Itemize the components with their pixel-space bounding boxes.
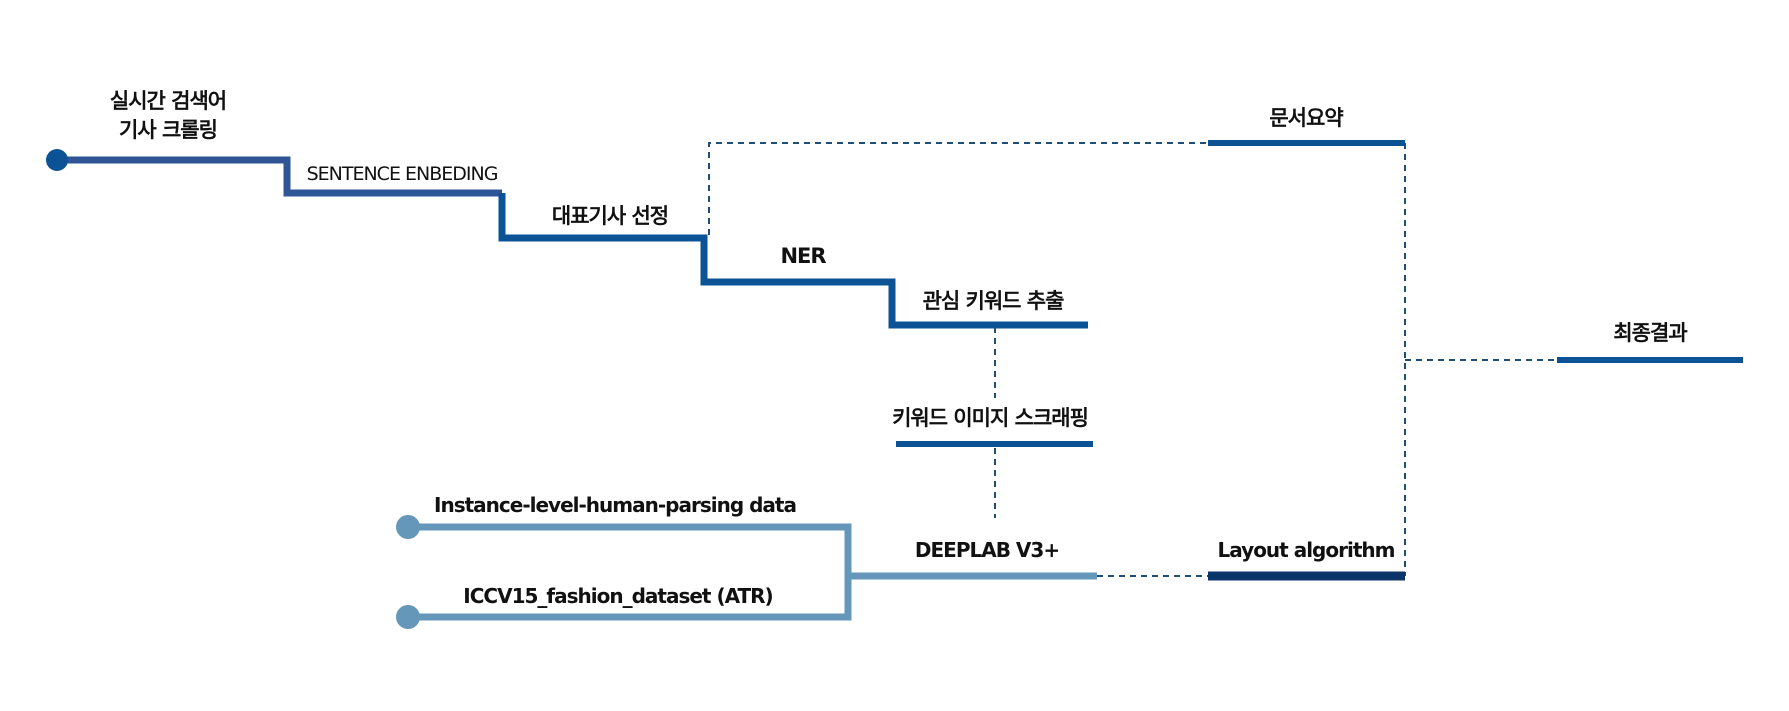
dataset-line-bottom — [408, 576, 852, 621]
dataset-node-bottom — [396, 605, 420, 629]
label-ner: NER — [780, 244, 826, 268]
label-dataset-lip: Instance-level-human-parsing data — [434, 493, 796, 517]
main-step-line-segment-2 — [498, 193, 1088, 329]
dataset-node-top — [396, 515, 420, 539]
dashed-connector-summary — [708, 142, 1208, 235]
label-sentence-embedding: SENTENCE ENBEDING — [307, 163, 498, 185]
label-keyword-extract: 관심 키워드 추출 — [923, 289, 1065, 313]
label-final: 최종결과 — [1613, 321, 1687, 345]
label-representative: 대표기사 선정 — [552, 204, 668, 228]
label-summary: 문서요약 — [1269, 106, 1343, 130]
label-image-scraping: 키워드 이미지 스크래핑 — [892, 406, 1088, 430]
label-crawl-line2: 기사 크롤링 — [119, 118, 217, 142]
main-step-line-segment-1 — [57, 156, 502, 197]
label-dataset-atr: ICCV15_fashion_dataset (ATR) — [463, 584, 772, 608]
label-deeplab: DEEPLAB V3+ — [915, 538, 1059, 562]
start-node — [46, 149, 68, 171]
label-crawl-line1: 실시간 검색어 — [110, 89, 226, 113]
label-layout: Layout algorithm — [1218, 538, 1395, 562]
dataset-line-top — [408, 523, 1097, 580]
